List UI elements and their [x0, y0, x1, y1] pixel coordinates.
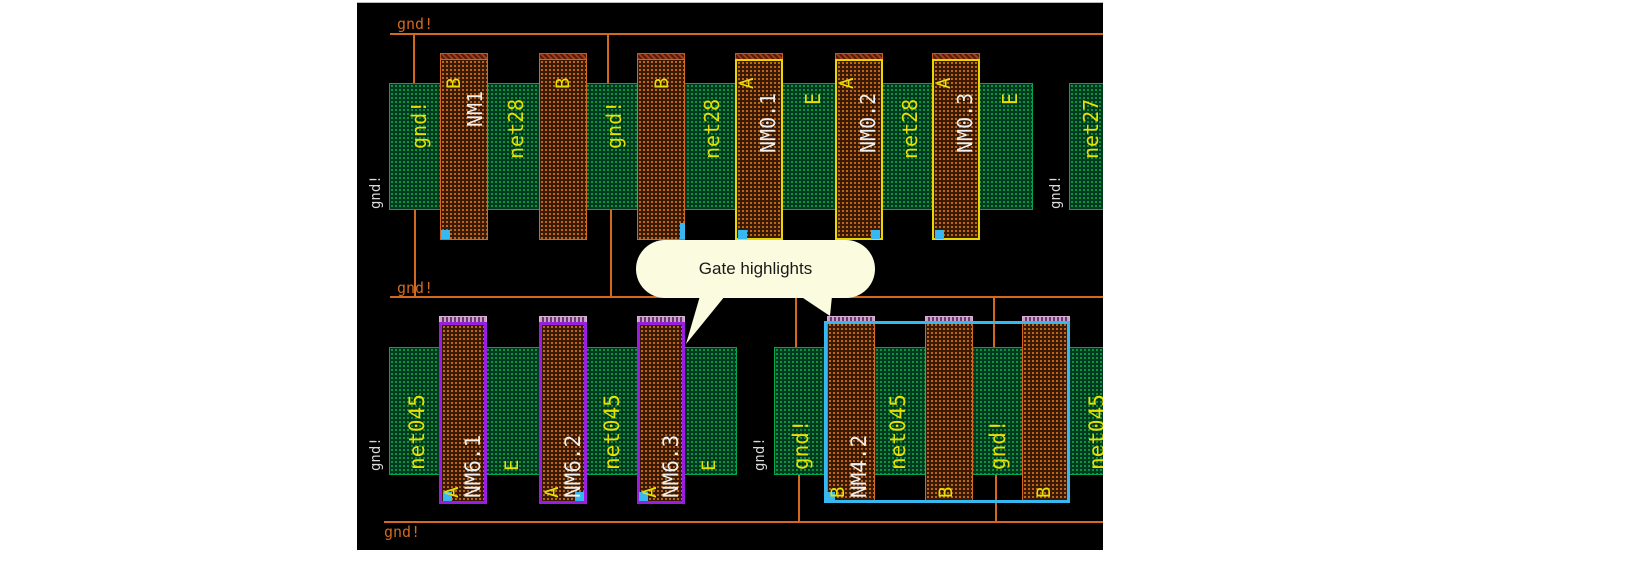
gate-b-nm4-b[interactable]: [925, 322, 973, 502]
layout-canvas[interactable]: gnd! gnd! gnd! gnd! net28 gnd! net28 E n…: [357, 2, 1103, 550]
gate-terminal-label: A: [836, 77, 858, 89]
diffusion-label: E: [801, 92, 825, 105]
gate-terminal-label: A: [639, 486, 661, 498]
row-side-label-right: gnd!: [1048, 175, 1064, 209]
gate-terminal-label: B: [443, 77, 465, 89]
gate-nm1[interactable]: [440, 59, 488, 240]
gate-instance-label: NM4.2: [847, 434, 871, 498]
diffusion-label: E: [501, 459, 523, 471]
gate-instance-label: NM1: [463, 90, 487, 127]
gate-b-3[interactable]: [637, 59, 685, 240]
gnd-bus-top-label: gnd!: [397, 15, 434, 33]
diffusion-label: net28: [898, 98, 922, 159]
diffusion-label: net045: [1085, 394, 1103, 470]
gate-instance-label: NM6.3: [659, 434, 683, 498]
pin-marker[interactable]: [935, 230, 944, 239]
gate-nm6-3[interactable]: [637, 322, 685, 504]
callout-text: Gate highlights: [698, 259, 813, 278]
gate-nm0-2[interactable]: [835, 59, 883, 240]
gate-terminal-label: B: [552, 77, 574, 89]
diffusion-label: net045: [600, 394, 624, 470]
diffusion-label: net045: [886, 394, 910, 470]
tap-wire: [798, 475, 800, 523]
gate-terminal-label: B: [935, 486, 957, 498]
diffusion-label: gnd!: [407, 100, 431, 149]
gate-instance-label: NM0.1: [756, 92, 780, 153]
tap-wire: [610, 210, 612, 298]
pin-marker[interactable]: [443, 492, 452, 501]
gate-instance-label: NM0.2: [856, 92, 880, 153]
gate-nm0-3[interactable]: [932, 59, 980, 240]
gate-instance-label: NM6.1: [461, 434, 485, 498]
diffusion-label: net28: [700, 98, 724, 159]
diffusion-label: gnd!: [789, 419, 813, 470]
row-side-label: gnd!: [752, 437, 768, 471]
pin-marker[interactable]: [738, 230, 747, 239]
gate-terminal-label: B: [827, 486, 849, 498]
gate-instance-label: NM0.3: [953, 92, 977, 153]
diffusion-label: net28: [504, 98, 528, 159]
diffusion-label: gnd!: [986, 419, 1010, 470]
pin-marker[interactable]: [680, 223, 685, 239]
tap-wire: [795, 298, 797, 348]
gnd-bus-top[interactable]: [390, 33, 1103, 35]
gate-b-2[interactable]: [539, 59, 587, 240]
gate-nm6-1[interactable]: [439, 322, 487, 504]
gate-terminal-label: A: [736, 77, 758, 89]
tap-wire: [413, 33, 415, 85]
selection-box[interactable]: [824, 321, 1070, 503]
row-side-label: gnd!: [368, 175, 384, 209]
row-side-label: gnd!: [368, 437, 384, 471]
gate-terminal-label: B: [1033, 486, 1055, 498]
diffusion-region-top[interactable]: [389, 83, 1033, 210]
gnd-bus-bottom-label: gnd!: [384, 523, 421, 541]
diffusion-label: E: [698, 459, 720, 471]
tap-wire: [607, 33, 609, 85]
diffusion-label: E: [998, 92, 1022, 105]
tap-wire: [995, 475, 997, 523]
diffusion-region-top-right[interactable]: [1069, 83, 1103, 210]
pin-marker[interactable]: [871, 230, 880, 239]
gate-terminal-label: B: [651, 77, 673, 89]
gate-terminal-label: A: [441, 486, 463, 498]
gate-nm6-2[interactable]: [539, 322, 587, 504]
gate-instance-label: NM6.2: [561, 434, 585, 498]
gate-highlights-callout: Gate highlights: [636, 240, 875, 298]
gate-terminal-label: A: [541, 486, 563, 498]
pin-marker[interactable]: [575, 492, 584, 501]
diffusion-label: net27: [1079, 98, 1103, 159]
pin-marker[interactable]: [441, 230, 450, 239]
gnd-bus-bottom[interactable]: [384, 521, 1103, 523]
selection-handle[interactable]: [824, 492, 835, 503]
diffusion-label: gnd!: [602, 100, 626, 149]
gate-nm0-1[interactable]: [735, 59, 783, 240]
diffusion-label: net045: [405, 394, 429, 470]
gate-nm4-2[interactable]: [827, 322, 875, 502]
tap-wire: [414, 210, 416, 298]
pin-marker[interactable]: [639, 492, 648, 501]
gate-terminal-label: A: [933, 77, 955, 89]
gnd-bus-middle-label: gnd!: [397, 279, 434, 297]
